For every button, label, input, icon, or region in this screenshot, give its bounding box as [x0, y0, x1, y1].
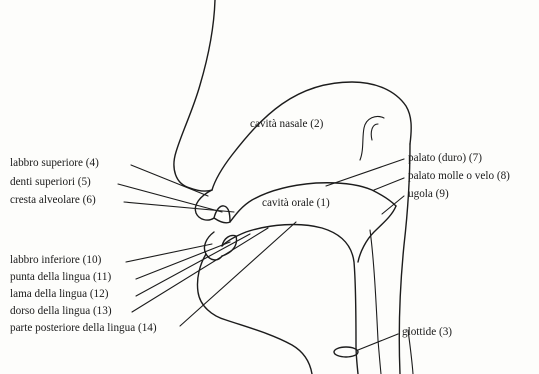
label-parte-posteriore: parte posteriore della lingua (14)	[10, 322, 157, 335]
leader-denti-superiori	[118, 184, 222, 212]
leader-lama-lingua	[136, 234, 250, 296]
leader-palato-duro	[326, 159, 404, 186]
velum-outline	[358, 206, 396, 262]
nasal-turbinate-inner	[371, 124, 378, 140]
leader-parte-posteriore	[180, 222, 296, 326]
label-cavita-orale: cavità orale (1)	[262, 197, 330, 210]
chin-jaw-outline	[197, 254, 312, 374]
label-palato-duro: palato (duro) (7)	[408, 152, 482, 165]
label-denti-superiori: denti superiori (5)	[10, 176, 91, 189]
nasal-cavity-roof	[212, 82, 411, 190]
leader-labbro-superiore	[131, 165, 208, 196]
label-punta-lingua: punta della lingua (11)	[10, 271, 111, 284]
label-labbro-inferiore: labbro inferiore (10)	[10, 254, 101, 267]
nose-profile	[174, 0, 215, 191]
label-ugola: ugola (9)	[408, 188, 449, 201]
label-dorso-lingua: dorso della lingua (13)	[10, 305, 112, 318]
label-lama-lingua: lama della lingua (12)	[10, 288, 108, 301]
leader-palato-molle	[374, 178, 404, 190]
label-glottide: glottide (3)	[402, 326, 452, 339]
epiglottis-outline	[370, 230, 381, 374]
leader-cresta-alveolare	[124, 202, 234, 212]
label-cresta-alveolare: cresta alveolare (6)	[10, 194, 96, 207]
tongue-outline	[222, 225, 358, 374]
label-cavita-nasale: cavità nasale (2)	[250, 118, 323, 131]
label-labbro-superiore: labbro superiore (4)	[10, 157, 99, 170]
leader-labbro-inferiore	[126, 244, 212, 262]
label-palato-molle: palato molle o velo (8)	[408, 170, 510, 183]
glottis-shape	[334, 347, 358, 357]
upper-teeth-outline	[214, 206, 230, 223]
